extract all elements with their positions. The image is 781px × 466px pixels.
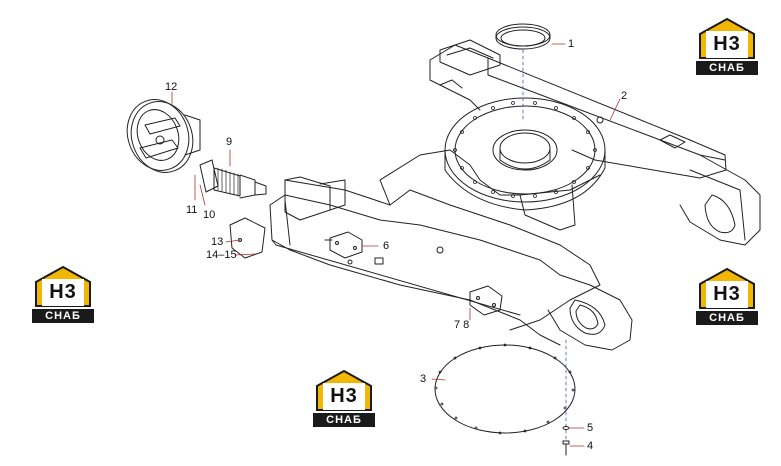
undercarriage-frame <box>269 39 761 351</box>
recoil-spring <box>199 159 267 199</box>
callout-9: 9 <box>226 136 233 148</box>
callout-7-8: 7 8 <box>454 319 470 331</box>
watermark-logo: H3 СНАБ <box>30 264 96 324</box>
callout-13: 13 <box>211 236 224 248</box>
leader-3 <box>431 378 446 381</box>
callout-14-15: 14–15 <box>206 249 237 261</box>
leader-1415 <box>234 253 256 256</box>
bracket-7-8 <box>469 285 503 316</box>
callout-11: 11 <box>186 204 198 216</box>
logo-roof-icon <box>35 265 91 307</box>
logo-brand: СНАБ <box>313 413 375 427</box>
bracket-6 <box>324 231 363 259</box>
logo-roof-icon <box>699 267 755 309</box>
logo-brand: СНАБ <box>696 61 758 75</box>
callout-2: 2 <box>621 90 628 102</box>
washer-5 <box>562 426 570 430</box>
callout-4: 4 <box>587 440 594 452</box>
logo-roof-icon <box>699 17 755 59</box>
callout-6: 6 <box>383 240 390 252</box>
leader-13 <box>225 239 241 243</box>
logo-roof-icon <box>316 369 372 411</box>
callout-5: 5 <box>587 422 594 434</box>
leader-10 <box>199 184 206 206</box>
logo-letters: H3 <box>330 385 358 407</box>
idler-wheel <box>126 99 201 173</box>
logo-letters: H3 <box>49 281 77 303</box>
callout-1: 1 <box>568 38 575 50</box>
callout-3: 3 <box>420 373 427 385</box>
callout-10: 10 <box>203 209 216 221</box>
watermark-logo: H3 СНАБ <box>694 16 760 76</box>
seal-ring <box>495 23 551 50</box>
bottom-cover-disk <box>434 343 576 435</box>
logo-letters: H3 <box>713 283 741 305</box>
logo-letters: H3 <box>713 33 741 55</box>
callout-12: 12 <box>165 81 178 93</box>
leader-2 <box>609 98 621 121</box>
slew-ring-bolts <box>453 101 597 198</box>
logo-brand: СНАБ <box>696 311 758 325</box>
logo-brand: СНАБ <box>32 309 94 323</box>
bolt-4 <box>562 440 570 456</box>
watermark-logo: H3 СНАБ <box>694 266 760 326</box>
watermark-logo: H3 СНАБ <box>311 368 377 428</box>
